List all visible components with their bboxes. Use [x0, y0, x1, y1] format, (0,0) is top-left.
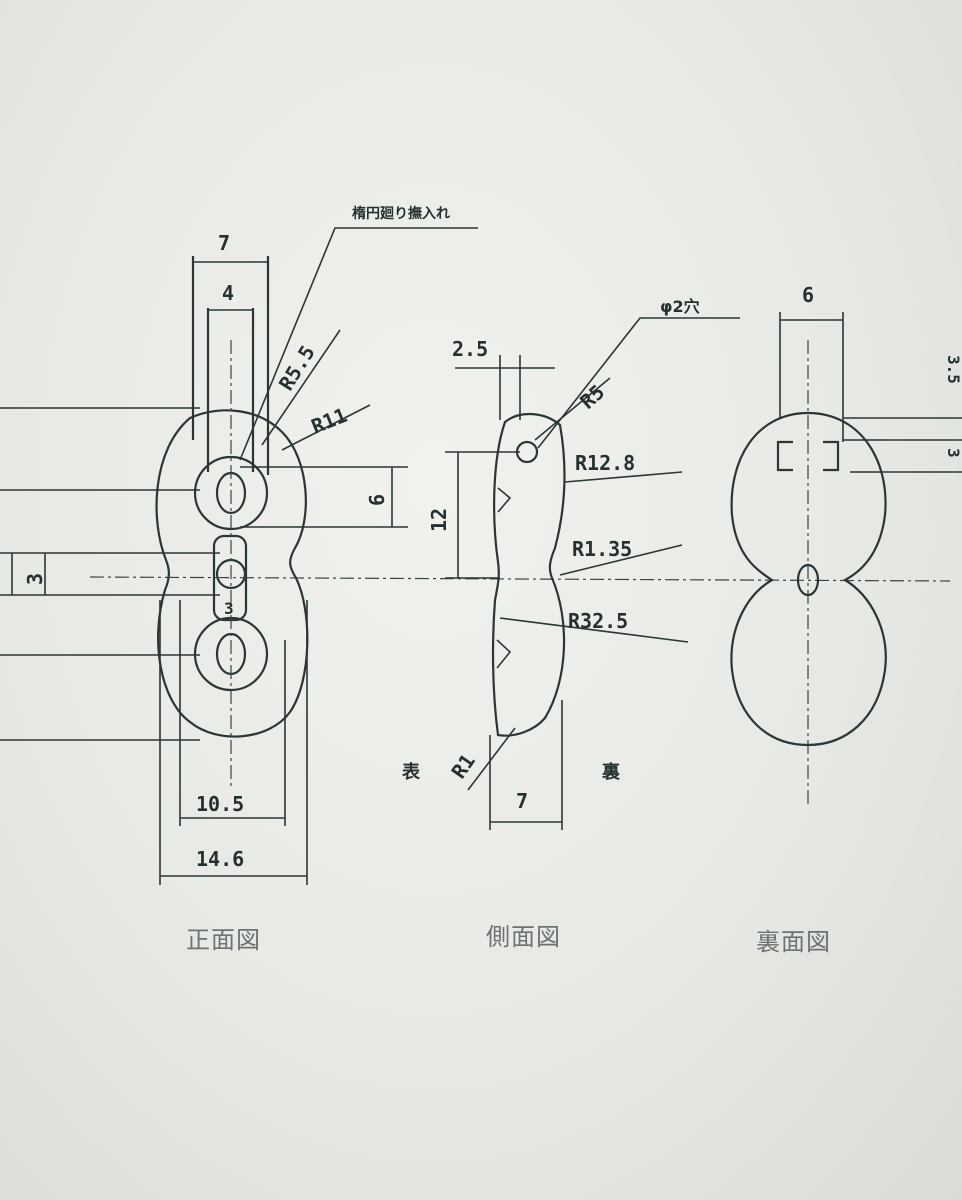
front-dim-inner-width: 4: [222, 281, 234, 305]
back-bracket-right: [823, 440, 840, 472]
side-dim-radius-b: R1.35: [572, 537, 632, 561]
front-dim-lower-width: 10.5: [196, 792, 244, 816]
back-dim-width: 6: [802, 283, 814, 307]
back-view-title: 裏面図: [756, 928, 831, 956]
front-r11-leader: [281, 404, 371, 451]
front-outline: [155, 409, 309, 738]
side-view-title: 側面図: [486, 923, 561, 951]
side-hidden-2: [496, 639, 512, 669]
side-outline: [491, 412, 566, 737]
front-note: 楕円廻り撫入れ: [352, 205, 450, 222]
front-r55-leader: [261, 329, 341, 446]
side-dim-radius-d: R1: [446, 749, 479, 783]
side-view: 2.5 R5 φ2穴 R12.8 12 R1.35 R32.5 R1 7 表 裏…: [402, 297, 740, 951]
front-dim-radius-b: R11: [308, 403, 350, 439]
front-dim-slot-mark: 3: [224, 599, 234, 618]
side-dim-hole: φ2穴: [660, 297, 700, 316]
side-dim-thickness: 7: [516, 789, 528, 813]
side-front-label: 表: [402, 761, 421, 783]
side-r135-leader: [559, 544, 683, 576]
side-dim-offset: 2.5: [452, 337, 488, 361]
front-dim-height: 6: [365, 494, 389, 506]
front-dim-radius-a: R5.5: [274, 341, 320, 395]
side-dim-radius-top: R5: [575, 380, 609, 414]
back-center-hole: [796, 563, 820, 597]
back-dim-edge-a: 3.5: [944, 355, 962, 384]
front-view-title: 正面図: [186, 926, 261, 954]
front-view: 3 3 7 4 楕円廻り撫入れ R5.5 R11 6 10.5 14.6 正面図: [0, 205, 951, 954]
main-centerline-h: [89, 576, 951, 582]
side-dim-radius-c: R32.5: [568, 609, 628, 633]
side-hole-leader: [537, 317, 740, 449]
side-r128-leader: [564, 471, 683, 483]
side-r325-leader: [499, 617, 689, 643]
side-r1-leader: [467, 727, 516, 791]
front-dim-top-width: 7: [218, 231, 230, 255]
side-back-label: 裏: [601, 761, 621, 783]
front-dim-slot: 3: [23, 573, 47, 585]
side-r5-leader: [534, 377, 611, 441]
back-bracket-left: [776, 440, 793, 472]
back-outline: [730, 411, 887, 747]
side-dim-radius-a: R12.8: [575, 451, 635, 475]
front-note-leader: [239, 227, 478, 461]
back-dim-edge-b: 3: [944, 448, 962, 458]
side-dim-height: 12: [427, 508, 451, 532]
back-view: 6 3.5 3 裏面図: [730, 283, 962, 956]
front-dim-total-width: 14.6: [196, 847, 244, 871]
side-hidden-1: [497, 487, 512, 513]
